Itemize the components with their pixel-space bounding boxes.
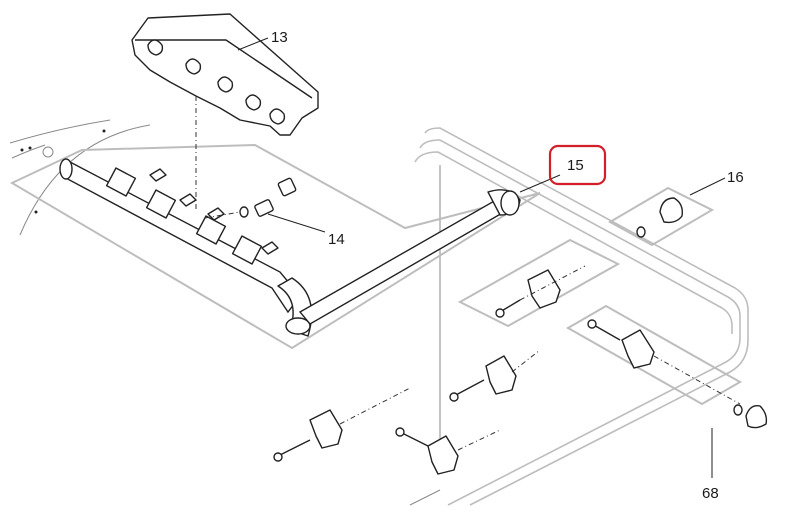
nut-16-frame xyxy=(607,177,726,247)
callout-68: 68 xyxy=(702,485,719,502)
callout-15: 15 xyxy=(567,157,584,174)
clip-lower-3 xyxy=(395,427,501,475)
manifold-pipe xyxy=(59,158,313,337)
tray-68 xyxy=(409,127,749,506)
callout-15-highlight xyxy=(548,144,607,186)
callout-16: 16 xyxy=(727,169,744,186)
clip-lower-2 xyxy=(273,387,411,462)
left-equipment-outline xyxy=(9,119,151,236)
callout-13: 13 xyxy=(271,29,288,46)
hose-15 xyxy=(298,174,561,325)
callout-14: 14 xyxy=(328,231,345,248)
clip-frame-right xyxy=(565,304,768,429)
clip-lower-1 xyxy=(449,349,541,402)
bracket-13 xyxy=(131,13,319,136)
clip-frame-upper xyxy=(457,238,621,328)
manifold-frame xyxy=(9,143,541,350)
fitting-14 xyxy=(204,177,326,233)
